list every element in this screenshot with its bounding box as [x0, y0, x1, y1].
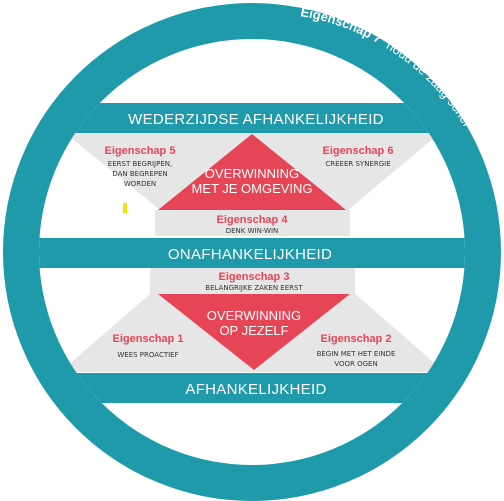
habit2-title: Eigenschap 2	[321, 333, 392, 345]
habit6-line1: CREEER SYNERGIE	[325, 160, 390, 168]
band-middle-label: ONAFHANKELIJKHEID	[168, 246, 332, 263]
lower-victory-line2: OP JEZELF	[219, 323, 288, 338]
habit1-title: Eigenschap 1	[113, 333, 184, 345]
upper-grey-lower-band	[155, 210, 350, 236]
yellow-marker	[123, 203, 127, 213]
habit3-line1: BELANGRIJKE ZAKEN EERST	[205, 284, 303, 292]
lower-victory-triangle	[158, 294, 350, 370]
upper-victory-line1: OVERWINNING	[205, 166, 299, 181]
habit5-line2: DAN BEGREPEN	[112, 170, 167, 178]
lower-grey-top-band	[150, 268, 355, 294]
habit2-line1: BEGIN MET HET EINDE	[317, 350, 396, 358]
habit4-line1: DENK WIN-WIN	[226, 227, 279, 235]
habit4-title: Eigenschap 4	[217, 214, 289, 226]
habit1-line1: WEES PROACTIEF	[117, 351, 178, 359]
band-bottom	[39, 373, 465, 403]
habit5-title: Eigenschap 5	[105, 145, 176, 157]
band-bottom-label: AFHANKELIJKHEID	[185, 381, 326, 398]
habit2-line2: VOOR OGEN	[334, 360, 377, 368]
band-top-label: WEDERZIJDSE AFHANKELIJKHEID	[128, 111, 384, 128]
habit6-title: Eigenschap 6	[323, 145, 394, 157]
band-top	[39, 103, 465, 133]
upper-victory-line2: MET JE OMGEVING	[191, 181, 312, 196]
habit5-line3: WORDEN	[124, 180, 156, 188]
band-middle	[39, 238, 465, 268]
upper-victory-triangle	[158, 134, 346, 210]
habit3-title: Eigenschap 3	[219, 271, 290, 283]
lower-victory-line1: OVERWINNING	[207, 308, 301, 323]
habit5-line1: EERST BEGRIJPEN,	[108, 160, 172, 168]
